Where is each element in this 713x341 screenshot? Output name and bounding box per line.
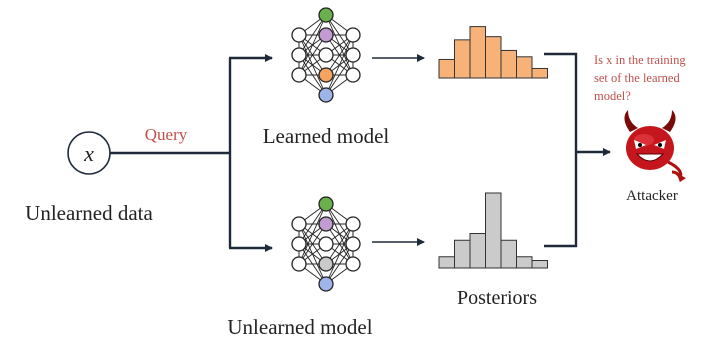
histogram-bar (500, 239, 517, 269)
input-node (291, 47, 307, 63)
devil-icon (624, 110, 686, 182)
output-node (345, 256, 361, 272)
edge (298, 203, 327, 265)
attacker-question: Is x in the training set of the learned … (594, 53, 689, 103)
histogram-bar (485, 192, 502, 269)
learned-model-network (291, 7, 361, 103)
histogram-bar (454, 39, 471, 79)
input-node (291, 236, 307, 252)
learned-model-label: Learned model (263, 124, 390, 148)
edge (298, 34, 327, 76)
hidden-node (318, 67, 334, 83)
hidden-node (318, 236, 334, 252)
hidden-node (318, 216, 334, 232)
output-node (345, 67, 361, 83)
edge (298, 223, 327, 265)
edge (298, 14, 327, 56)
query-label: Query (145, 125, 188, 144)
histogram-bar (485, 36, 502, 79)
question-line-3: model? (594, 89, 631, 103)
edge (325, 203, 354, 265)
input-node (291, 27, 307, 43)
output-node (345, 236, 361, 252)
histogram-bar (438, 58, 455, 79)
attacker-label: Attacker (626, 188, 678, 204)
question-line-2: set of the learned (594, 71, 680, 85)
hidden-node (318, 7, 334, 23)
histogram-bar (454, 239, 471, 269)
edge (325, 34, 354, 76)
hidden-node (318, 196, 334, 212)
input-node (291, 67, 307, 83)
network-nodes (291, 7, 361, 103)
histogram-bar (500, 49, 517, 79)
edge (298, 14, 327, 76)
posteriors-label: Posteriors (457, 287, 537, 309)
hidden-node (318, 256, 334, 272)
histogram-bar (469, 26, 486, 79)
histogram-bar (469, 233, 486, 269)
output-node (345, 27, 361, 43)
output-node (345, 47, 361, 63)
unlearned-model-label: Unlearned model (227, 315, 372, 339)
hidden-node (318, 27, 334, 43)
input-node (291, 256, 307, 272)
histogram-bar (531, 260, 548, 269)
hidden-node (318, 87, 334, 103)
histogram-bar (438, 256, 455, 269)
histogram-bar (531, 67, 548, 79)
merge-bracket (544, 52, 578, 248)
hidden-node (318, 276, 334, 292)
input-symbol: x (83, 141, 94, 166)
unlearned-posterior-histogram (438, 192, 548, 269)
edge (325, 14, 354, 76)
unlearned-model-network (291, 196, 361, 292)
edge (325, 14, 354, 56)
input-node (291, 216, 307, 232)
edge (325, 203, 354, 245)
edge (298, 203, 327, 245)
histogram-bar (516, 256, 533, 269)
learned-posterior-histogram (438, 26, 548, 79)
input-label: Unlearned data (25, 201, 153, 225)
histogram-bar (516, 56, 533, 79)
hidden-node (318, 47, 334, 63)
output-node (345, 216, 361, 232)
edge (325, 223, 354, 265)
question-line-1: Is x in the training (594, 53, 686, 67)
network-nodes (291, 196, 361, 292)
